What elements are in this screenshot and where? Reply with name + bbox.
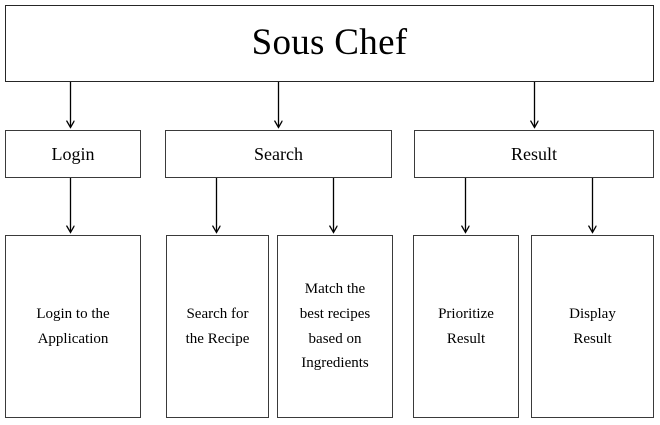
node-result[interactable]: Result xyxy=(414,130,654,178)
node-prioritize-result-label: Prioritize Result xyxy=(438,305,494,347)
node-login-to-the-application-label: Login to the Application xyxy=(36,305,110,347)
node-search-label: Search xyxy=(254,144,303,164)
node-display-result[interactable]: Display Result xyxy=(531,235,654,418)
node-search[interactable]: Search xyxy=(165,130,392,178)
node-root-sous-chef[interactable]: Sous Chef xyxy=(5,5,654,82)
node-prioritize-result[interactable]: Prioritize Result xyxy=(413,235,519,418)
node-match-best-recipes-label: Match the best recipes based on Ingredie… xyxy=(299,281,371,372)
node-login-to-the-application[interactable]: Login to the Application xyxy=(5,235,141,418)
node-display-result-label: Display Result xyxy=(569,305,616,347)
node-result-label: Result xyxy=(510,144,557,164)
node-root-label: Sous Chef xyxy=(251,22,408,64)
node-login-label: Login xyxy=(51,144,95,164)
node-match-best-recipes[interactable]: Match the best recipes based on Ingredie… xyxy=(277,235,393,418)
node-search-for-the-recipe[interactable]: Search for the Recipe xyxy=(166,235,269,418)
node-search-for-the-recipe-label: Search for the Recipe xyxy=(185,305,250,347)
node-login[interactable]: Login xyxy=(5,130,141,178)
